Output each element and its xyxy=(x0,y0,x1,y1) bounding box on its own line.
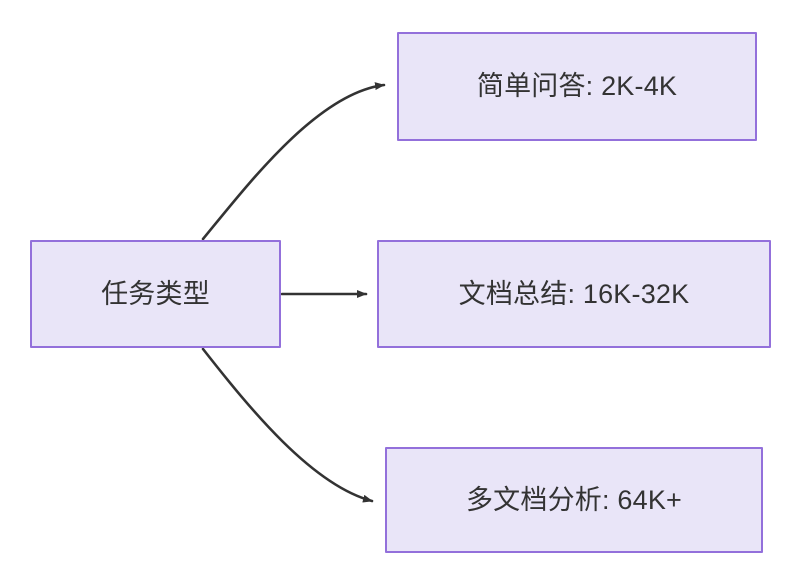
node-simple-qa[interactable]: 简单问答: 2K-4K xyxy=(397,32,757,141)
edge-source-to-simple-qa xyxy=(201,82,386,241)
node-multi-doc[interactable]: 多文档分析: 64K+ xyxy=(385,447,763,553)
node-task-type-label: 任务类型 xyxy=(101,278,210,309)
edge-source-to-multi-doc xyxy=(201,347,374,503)
node-task-type[interactable]: 任务类型 xyxy=(30,240,281,348)
node-doc-summary[interactable]: 文档总结: 16K-32K xyxy=(377,240,771,348)
node-multi-doc-label: 多文档分析: 64K+ xyxy=(465,484,682,515)
node-doc-summary-label: 文档总结: 16K-32K xyxy=(458,278,690,309)
node-simple-qa-label: 简单问答: 2K-4K xyxy=(476,71,678,102)
